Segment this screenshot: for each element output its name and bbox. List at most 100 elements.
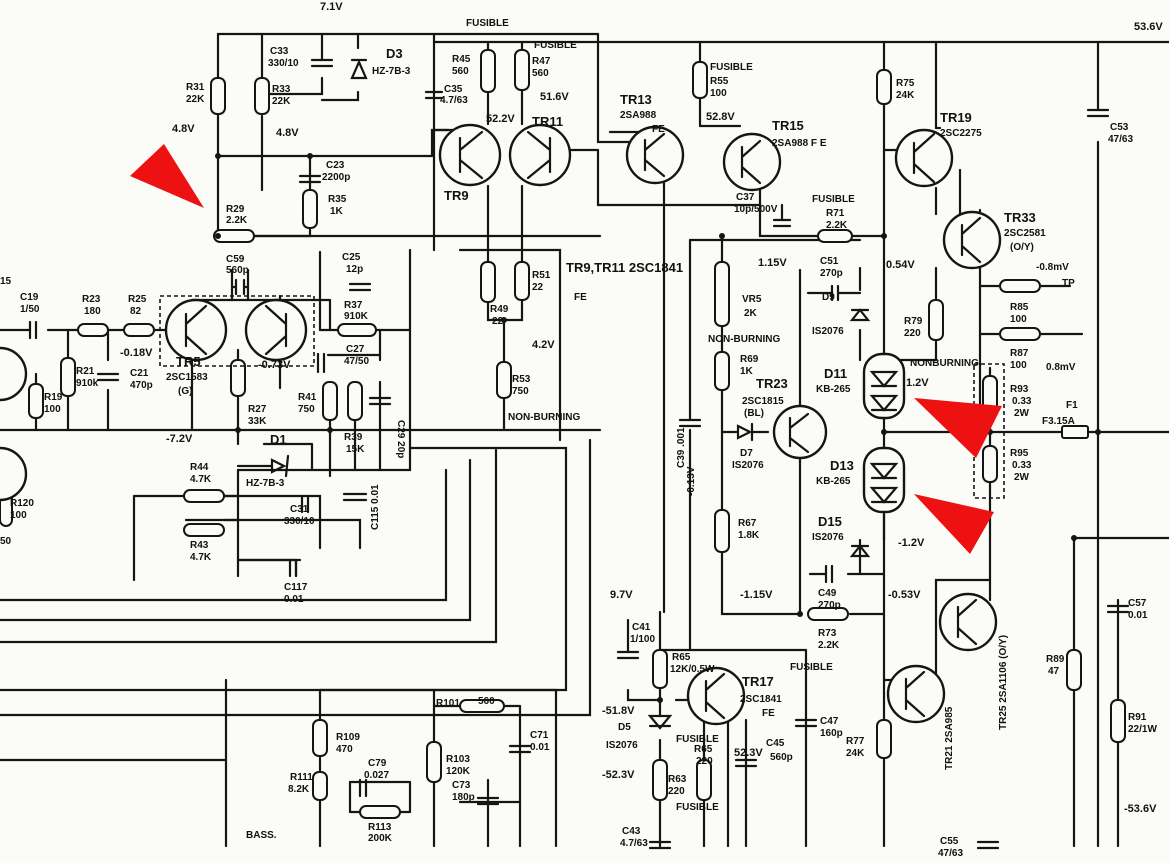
- resistor-r111: [312, 771, 328, 801]
- diode-d15: [849, 544, 871, 558]
- transistor-tr19: [894, 128, 954, 188]
- diode-d11: [869, 370, 899, 412]
- diode-d5: [647, 714, 673, 730]
- svg-text:FE: FE: [652, 124, 665, 135]
- label-tp: TP: [1062, 278, 1075, 289]
- svg-text:F3.15A: F3.15A: [1042, 416, 1075, 427]
- svg-text:2SC1815: 2SC1815: [742, 396, 784, 407]
- svg-text:HZ-7B-3: HZ-7B-3: [372, 66, 411, 77]
- resistor-r113: [359, 805, 401, 819]
- label-v-m52-3: -52.3V: [602, 769, 635, 781]
- resistor-r23: [77, 323, 109, 337]
- annotation-arrow-r29: [130, 144, 204, 208]
- resistor-r87: [999, 327, 1041, 341]
- diode-d7: [720, 422, 770, 442]
- resistor-r55: [692, 61, 708, 99]
- label-fusible-top: FUSIBLE: [466, 18, 509, 29]
- transistor-tr33: [942, 210, 1002, 270]
- svg-text:TR5: TR5: [176, 354, 201, 369]
- cap-c41: [616, 650, 640, 660]
- label-v-m0-53: -0.53V: [888, 589, 921, 601]
- cap-c115: [342, 492, 368, 502]
- resistor-r35: [302, 189, 318, 229]
- cap-c31: [300, 494, 310, 514]
- capacitors: [28, 58, 1130, 850]
- label-v-52-3: 52.3V: [734, 747, 763, 759]
- svg-text:KB-265: KB-265: [816, 476, 851, 487]
- resistor-r65a: [652, 649, 668, 689]
- transistor-left-partial-2: [0, 446, 28, 502]
- svg-text:50: 50: [0, 536, 12, 547]
- svg-text:(BL): (BL): [744, 408, 764, 419]
- cap-c19: [28, 320, 38, 340]
- resistor-r77: [876, 719, 892, 759]
- wiring: [0, 32, 1169, 848]
- label-v-0-8a: -0.8mV: [1036, 262, 1069, 273]
- label-tr9-tr11-grade: FE: [574, 292, 587, 303]
- cap-c37: [772, 203, 792, 228]
- resistor-r29: [213, 229, 255, 243]
- label-v-1-2: 1.2V: [906, 377, 929, 389]
- svg-text:C29 20p: C29 20p: [395, 420, 406, 458]
- cap-c57: [1106, 604, 1130, 614]
- diodes: [236, 58, 906, 730]
- svg-text:D1: D1: [270, 432, 287, 447]
- resistor-r45: [480, 49, 496, 93]
- cap-c29: [368, 396, 392, 406]
- svg-text:TR11: TR11: [532, 114, 563, 129]
- resistor-vr5: [714, 261, 730, 327]
- transistor-tr5b: [244, 298, 308, 362]
- svg-text:D11: D11: [824, 366, 847, 381]
- resistor-r21: [60, 357, 76, 397]
- annotation-arrow-d11: [914, 398, 1002, 458]
- resistor-r53: [496, 361, 512, 399]
- svg-text:TR25 2SA1106 (O/Y): TR25 2SA1106 (O/Y): [998, 635, 1009, 730]
- cap-c23: [298, 174, 322, 184]
- resistor-r33: [254, 77, 270, 115]
- resistor-r44: [183, 489, 225, 503]
- label-v-4-8-left: 4.8V: [172, 123, 195, 135]
- svg-text:D15: D15: [818, 514, 842, 529]
- transistor-tr23: [772, 404, 828, 460]
- label-v-51-6: 51.6V: [540, 91, 569, 103]
- diode-d3: [350, 58, 368, 80]
- svg-text:KB-265: KB-265: [816, 384, 851, 395]
- cap-c49: [824, 564, 834, 584]
- svg-text:2SC2581: 2SC2581: [1004, 228, 1046, 239]
- resistor-r63: [652, 759, 668, 801]
- label-tr-partial: 15: [0, 276, 12, 287]
- svg-text:TR13: TR13: [620, 92, 652, 107]
- svg-text:560: 560: [478, 696, 495, 707]
- cap-c47: [794, 718, 818, 728]
- diode-d13: [869, 462, 899, 504]
- label-fusible-r65: FUSIBLE: [676, 734, 719, 745]
- label-fusible-r55: FUSIBLE: [710, 62, 753, 73]
- label-v-4-8-right: 4.8V: [276, 127, 299, 139]
- transistor-tr13: [625, 125, 685, 185]
- resistor-r109: [312, 719, 328, 757]
